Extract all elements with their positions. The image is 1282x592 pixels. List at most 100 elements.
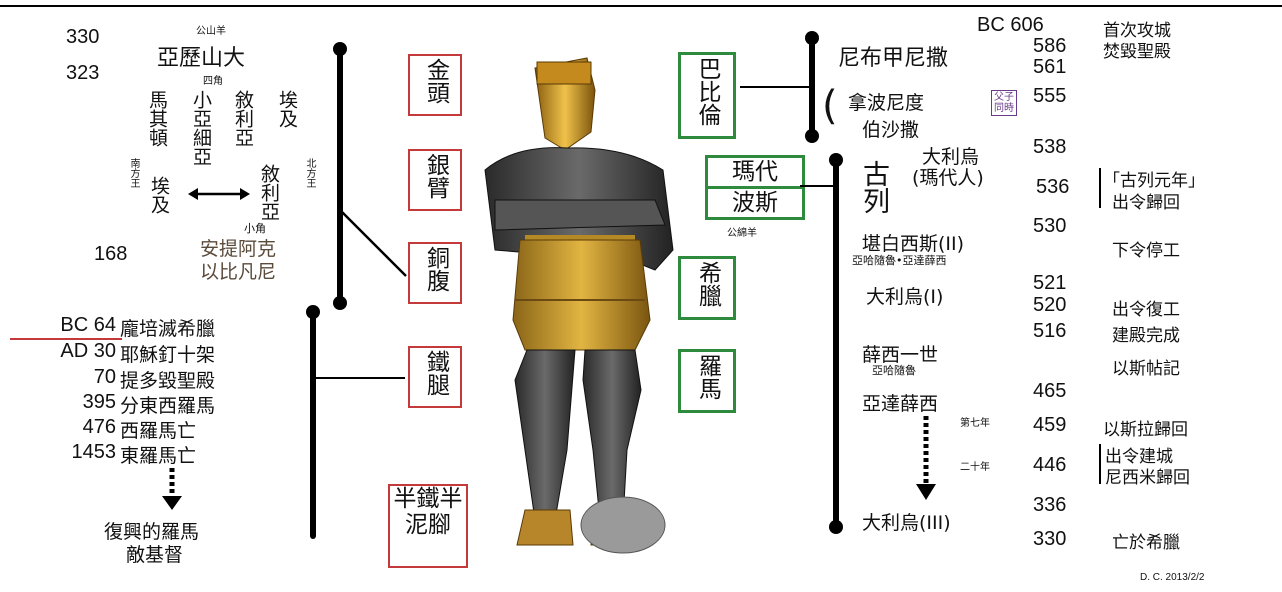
timeline-year: BC 606 — [977, 14, 1044, 36]
iron-connector — [313, 377, 405, 379]
rome-text: 羅馬 — [694, 354, 721, 400]
persia-label: 波斯 — [705, 186, 805, 220]
statue-image — [455, 50, 690, 560]
king-macedonia: 馬其頓 — [146, 90, 168, 147]
epiphanes: 以比凡尼 — [200, 261, 277, 283]
co-regent-text: 父子同時 — [994, 92, 1014, 114]
rome-timeline — [310, 311, 316, 539]
timeline-year: 465 — [1033, 380, 1067, 402]
babylon-connector — [740, 86, 810, 88]
timeline-event: 下令停工 — [1112, 241, 1180, 261]
paren-bracket: ( — [822, 83, 838, 129]
medes-label: 瑪代 — [705, 155, 805, 189]
iron-leg-text: 鐵腿 — [422, 350, 449, 396]
rome-event: 西羅馬亡 — [120, 420, 197, 442]
bronze-belly-text: 銅腹 — [422, 246, 449, 292]
rome-year: 476 — [82, 416, 116, 438]
north-syria: 敘利亞 — [258, 164, 280, 221]
timeline-event: 出令歸回 — [1112, 193, 1180, 213]
rome-year: AD 30 — [60, 340, 116, 362]
bronze-belly-label: 銅腹 — [408, 242, 462, 304]
greece-label: 希臘 — [678, 256, 736, 320]
timeline-event: 出令建城 — [1105, 447, 1173, 467]
twentieth-year-note: 二十年 — [960, 462, 990, 473]
timeline-event: 以斯拉歸回 — [1103, 420, 1188, 440]
alexander: 亞歷山大 — [157, 46, 246, 71]
cyrus-text: 古列 — [858, 160, 889, 214]
timeline-event: 首次攻城 — [1103, 21, 1171, 41]
king-asia-minor: 小亞細亞 — [190, 90, 212, 166]
rome-event: 東羅馬亡 — [120, 445, 197, 467]
top-rule — [0, 5, 1282, 7]
rome-event: 耶穌釘十架 — [120, 344, 216, 366]
greece-text: 希臘 — [694, 261, 721, 307]
rome-event: 提多毀聖殿 — [120, 370, 216, 392]
iron-leg-label: 鐵腿 — [408, 346, 462, 408]
cambyses-note: 亞哈隨魯•亞達薛西 — [852, 254, 947, 267]
year-323: 323 — [66, 62, 100, 84]
belshazzar: 伯沙撒 — [862, 119, 920, 141]
babylon-label: 巴比倫 — [678, 52, 736, 139]
nehemiah-bracket — [1099, 444, 1101, 484]
gold-head-text: 金頭 — [422, 58, 449, 104]
nabonidus: 拿波尼度 — [848, 92, 925, 114]
timeline-year: 586 — [1033, 35, 1067, 57]
king-egypt: 埃及 — [276, 90, 298, 128]
feet-text: 半鐵半泥腳 — [393, 486, 463, 538]
rome-label: 羅馬 — [678, 349, 736, 413]
timeline-event: 出令復工 — [1112, 300, 1180, 320]
rome-event: 龐培滅希臘 — [120, 318, 216, 340]
goat-note: 公山羊 — [196, 26, 226, 37]
nebuchadnezzar: 尼布甲尼撒 — [838, 46, 949, 71]
rome-year: BC 64 — [60, 314, 116, 336]
darius-1: 大利烏(I) — [866, 286, 944, 308]
greece-timeline — [337, 48, 343, 304]
little-horn-note: 小角 — [244, 222, 266, 235]
north-king-note: 北方王 — [304, 158, 315, 188]
cyrus: 古列 — [858, 160, 889, 221]
timeline-year: 459 — [1033, 414, 1067, 436]
silver-arm-text: 銀臂 — [422, 153, 449, 199]
artaxerxes: 亞達薛西 — [862, 393, 939, 415]
silver-arm-label: 銀臂 — [408, 149, 462, 211]
timeline-event: 「古列元年」 — [1103, 171, 1205, 191]
feet-label: 半鐵半泥腳 — [388, 484, 468, 568]
south-king-note: 南方王 — [128, 158, 139, 188]
dashed-arrow-left — [160, 468, 184, 516]
rome-year: 395 — [82, 391, 116, 413]
timeline-event: 亡於希臘 — [1112, 533, 1180, 553]
persia-timeline — [833, 159, 839, 527]
south-egypt: 埃及 — [148, 176, 170, 214]
darius-mede-note: (瑪代人) — [912, 167, 984, 189]
four-horns-note: 四角 — [203, 76, 223, 87]
timeline-year: 521 — [1033, 272, 1067, 294]
xerxes: 薛西一世 — [862, 344, 939, 366]
king-syria: 敘利亞 — [232, 90, 254, 147]
timeline-event: 建殿完成 — [1112, 326, 1180, 346]
timeline-year: 538 — [1033, 136, 1067, 158]
bronze-connector — [339, 209, 410, 284]
timeline-year: 330 — [1033, 528, 1067, 550]
cambyses: 堪白西斯(II) — [862, 233, 965, 255]
darius-3: 大利烏(III) — [862, 512, 951, 534]
persia-line-bottom — [829, 520, 843, 534]
timeline-year: 520 — [1033, 294, 1067, 316]
timeline-year: 530 — [1033, 215, 1067, 237]
timeline-event: 以斯帖記 — [1112, 359, 1180, 379]
timeline-year: 561 — [1033, 56, 1067, 78]
timeline-year: 555 — [1033, 85, 1067, 107]
rome-event: 分東西羅馬 — [120, 395, 216, 417]
timeline-event: 焚毀聖殿 — [1103, 42, 1171, 62]
antichrist: 敵基督 — [126, 544, 184, 566]
babylon-line-bottom — [805, 129, 819, 143]
co-regent-box: 父子同時 — [991, 90, 1017, 116]
credit: D. C. 2013/2/2 — [1140, 572, 1205, 583]
cyrus-bracket — [1099, 168, 1101, 208]
revived-rome: 復興的羅馬 — [104, 521, 200, 543]
gold-head-label: 金頭 — [408, 54, 462, 116]
timeline-year: 536 — [1036, 176, 1070, 198]
greece-line-bottom — [333, 296, 347, 310]
xerxes-note: 亞哈隨魯 — [872, 364, 916, 377]
timeline-event: 尼西米歸回 — [1105, 468, 1190, 488]
year-168: 168 — [94, 243, 128, 265]
